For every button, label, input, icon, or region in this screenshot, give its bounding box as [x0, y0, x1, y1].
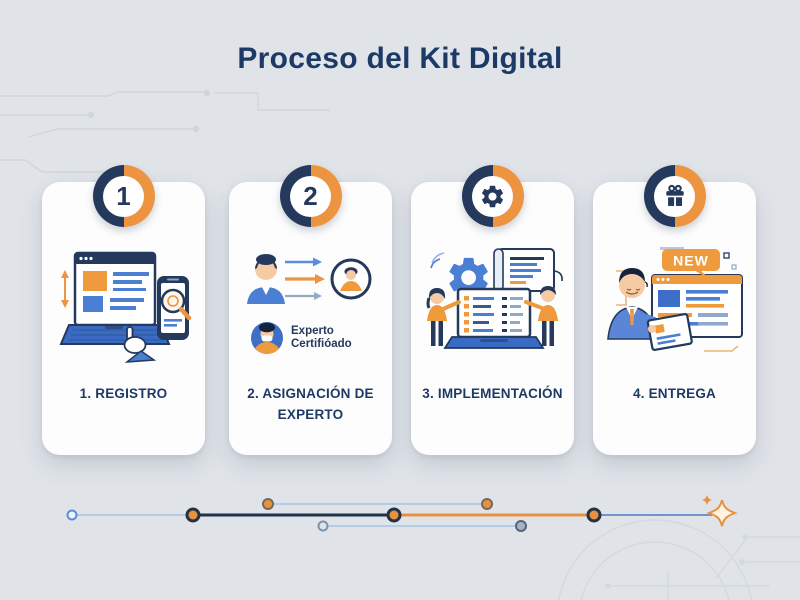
step-1-number: 1 [103, 175, 144, 217]
gift-icon [665, 184, 684, 206]
new-banner-text: NEW [673, 253, 709, 269]
gear-icon [481, 185, 504, 207]
step-card-registro: 1 [42, 165, 205, 455]
certified-expert-avatar [250, 322, 283, 354]
timeline-decoration [66, 495, 738, 532]
registro-illustration [42, 238, 205, 372]
person-left [426, 288, 461, 346]
entrega-illustration: NEW [593, 238, 756, 372]
step-1-badge: 1 [92, 165, 155, 227]
step-4-badge [643, 165, 706, 227]
step-card-entrega: NEW [593, 165, 756, 455]
page-title: Proceso del Kit Digital [237, 42, 563, 75]
laptop-phone-search-illustration [58, 251, 191, 363]
step-card-asignacion: 2 [229, 165, 392, 455]
step-1-label: 1. REGISTRO [79, 386, 168, 401]
person-right [523, 286, 558, 346]
step-card-implementacion: 3. IMPLEMENTACIÓN [411, 165, 574, 455]
user-arrows-expert-illustration: Experto Certifióado [246, 254, 371, 354]
step-3-badge [461, 165, 524, 227]
expert-caption-line1: Experto [291, 325, 334, 337]
scroll-document [492, 248, 563, 292]
step-4-label: 4. ENTREGA [632, 386, 716, 401]
checklist-rows [463, 296, 523, 333]
step-2-badge: 2 [279, 165, 342, 227]
expert-caption-line2: Certifióado [291, 338, 352, 350]
gear-laptop-team-illustration [426, 248, 563, 349]
hand-cursor-icon [123, 326, 156, 363]
step-3-label: 3. IMPLEMENTACIÓN [422, 386, 563, 401]
sparkle-icon [702, 495, 738, 527]
man-browser-new-illustration: NEW [606, 247, 743, 352]
step-2-number: 2 [290, 175, 331, 217]
step-2-label: 2. ASIGNACIÓN DE EXPERTO [247, 386, 374, 422]
new-banner: NEW [661, 249, 737, 281]
businessman [606, 268, 693, 351]
implementacion-illustration [411, 238, 574, 372]
asignacion-illustration: Experto Certifióado [229, 238, 392, 372]
